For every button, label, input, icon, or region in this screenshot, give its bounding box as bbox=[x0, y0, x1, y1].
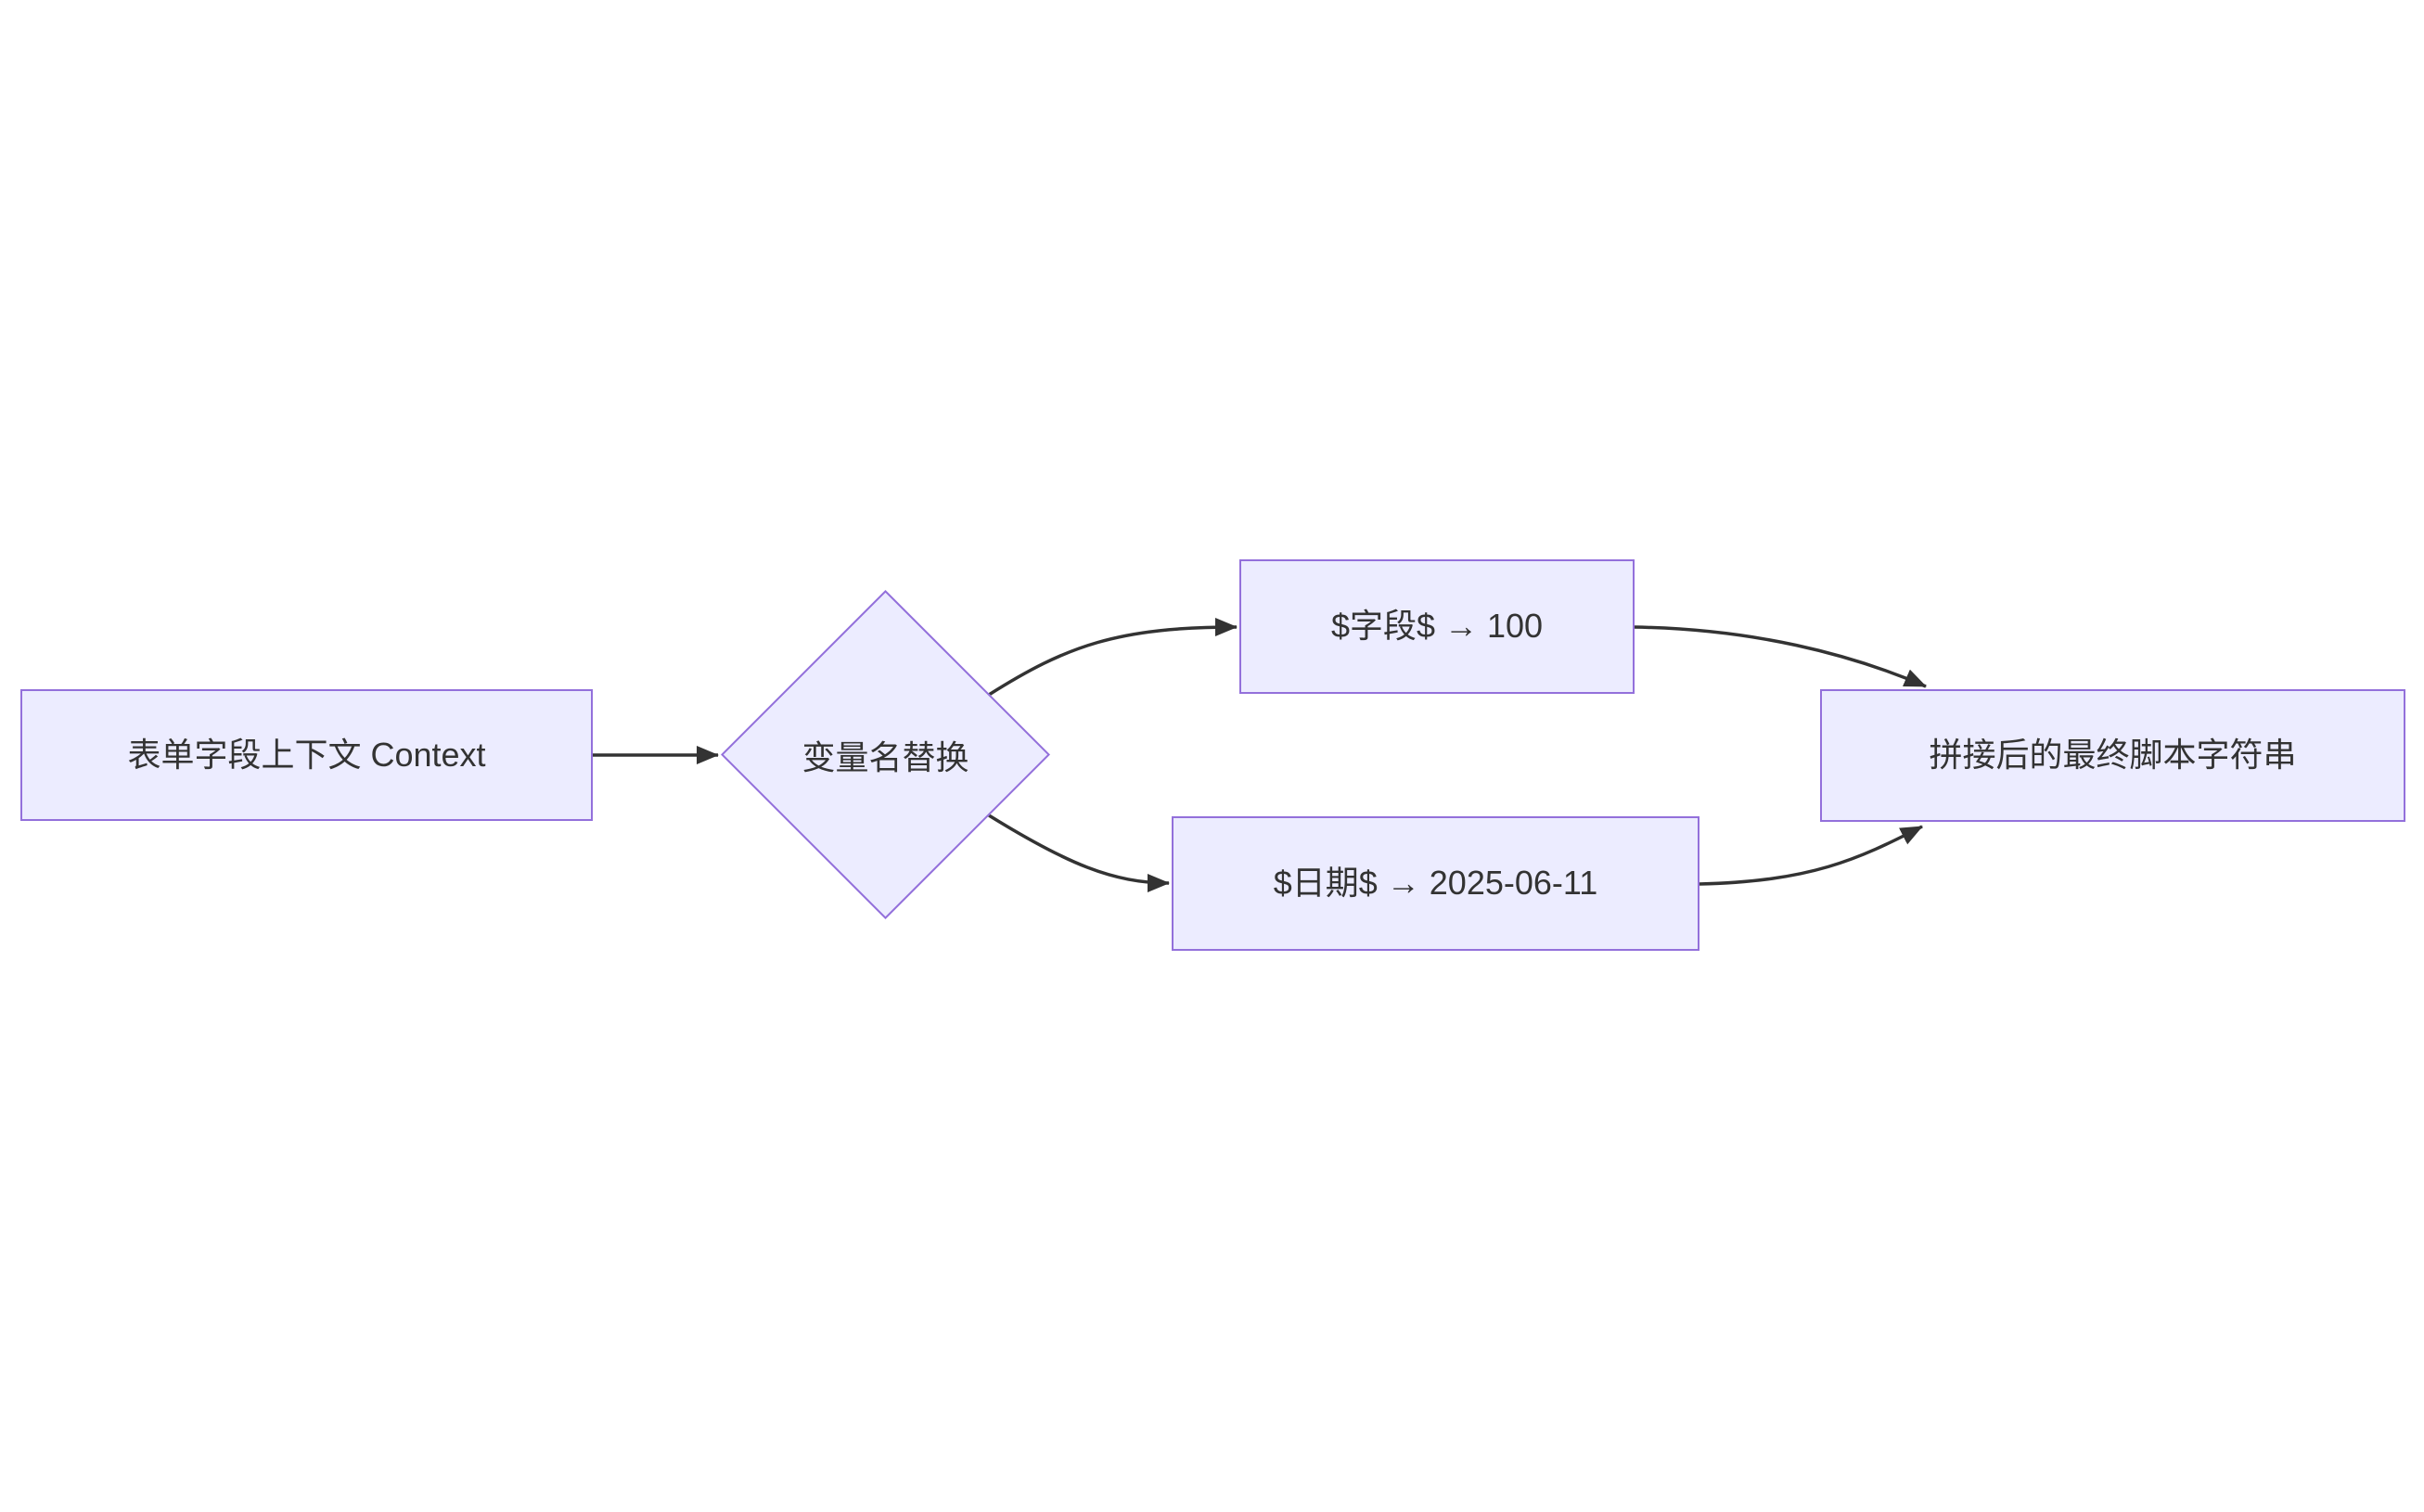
node-final-script-string: 拼接后的最终脚本字符串 bbox=[1820, 689, 2405, 822]
node-final-script-string-label: 拼接后的最终脚本字符串 bbox=[1929, 736, 2297, 775]
node-field-substitution: $字段$ → 100 bbox=[1239, 559, 1635, 694]
edge-field-to-result bbox=[1633, 625, 1927, 688]
edge-date-to-result bbox=[1699, 825, 1923, 886]
node-date-substitution-label: $日期$ → 2025-06-11 bbox=[1273, 864, 1598, 903]
node-form-field-context: 表单字段上下文 Context bbox=[20, 689, 593, 821]
node-variable-replacement-label-container: 变量名替换 bbox=[721, 589, 1050, 920]
node-form-field-context-label: 表单字段上下文 Context bbox=[127, 735, 486, 774]
node-field-substitution-label: $字段$ → 100 bbox=[1330, 607, 1544, 646]
node-variable-replacement-label: 变量名替换 bbox=[802, 737, 969, 776]
node-date-substitution: $日期$ → 2025-06-11 bbox=[1172, 816, 1699, 951]
